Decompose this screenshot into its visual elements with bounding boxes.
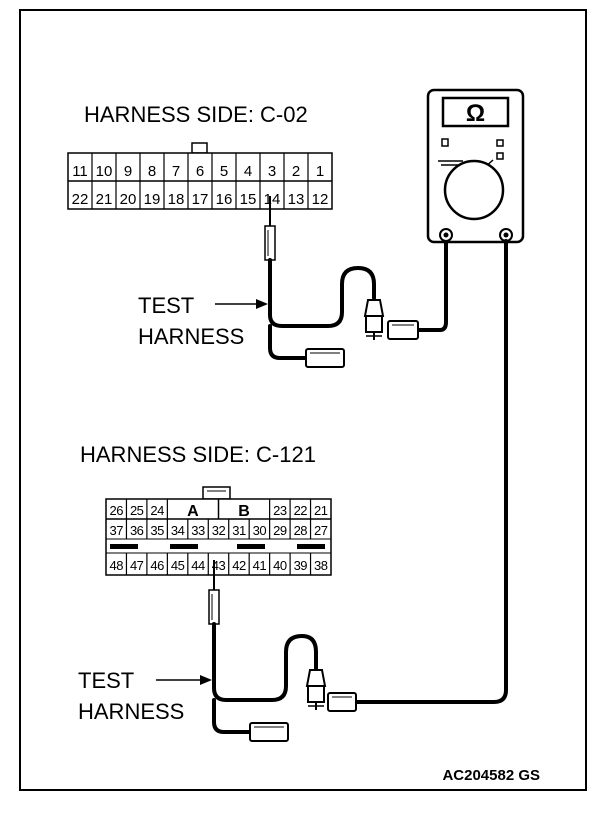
pin-label: 18 (168, 191, 185, 208)
meter-display (441, 96, 510, 128)
pin-label: 39 (294, 558, 308, 573)
pin-label: 12 (312, 191, 329, 208)
pin-label: 5 (220, 163, 228, 180)
test-harness-wire-2 (212, 622, 318, 734)
test-harness-label-1-line2: HARNESS (138, 324, 244, 349)
pin-label: 13 (288, 191, 305, 208)
alligator-clip-1 (363, 299, 419, 340)
pin-label: 42 (232, 558, 246, 573)
pin-label: 9 (124, 163, 132, 180)
pin-label: 46 (150, 558, 164, 573)
pin-label: 22 (72, 191, 89, 208)
pin-label: 16 (216, 191, 233, 208)
pin-label: 20 (120, 191, 137, 208)
pin-label: 15 (240, 191, 257, 208)
connector-c121: 26 25 24 A B 23 22 21 37 36 35 34 33 32 31 30 29 28 27 48… (105, 486, 332, 576)
pin-label: 26 (109, 503, 123, 518)
pin-label: 33 (191, 523, 205, 538)
pin-label: 7 (172, 163, 180, 180)
pin-label: 30 (253, 523, 267, 538)
pin-label: 35 (150, 523, 164, 538)
pin-label: 17 (192, 191, 209, 208)
meter-dial (443, 159, 505, 221)
test-harness-plug-2 (249, 722, 289, 742)
ohm-symbol: Ω (466, 100, 485, 127)
connector-c121-row3: 48 47 46 45 44 43 42 41 40 39 38 (109, 558, 328, 573)
test-harness-label-2-line1: TEST (78, 668, 134, 693)
pin-label: 8 (148, 163, 156, 180)
test-harness-plug-1 (305, 348, 345, 368)
pin-label: 2 (292, 163, 300, 180)
connector-c02-bottom-row: 22 21 20 19 18 17 16 15 14 13 12 (72, 191, 329, 208)
pin-label: 29 (273, 523, 287, 538)
pin-label: 21 (96, 191, 113, 208)
pin-label: 47 (130, 558, 144, 573)
pin-label: 38 (314, 558, 328, 573)
pin-label: 4 (244, 163, 252, 180)
ohmmeter: Ω (426, 88, 525, 244)
arrow-2 (156, 675, 212, 685)
test-harness-label-2-line2: HARNESS (78, 699, 184, 724)
pin-label: 48 (109, 558, 123, 573)
pin-label: 37 (109, 523, 123, 538)
diagram-frame (19, 9, 587, 791)
pin-label: 43 (212, 558, 226, 573)
pin-label: 41 (253, 558, 267, 573)
connector-c121-row2: 37 36 35 34 33 32 31 30 29 28 27 (109, 523, 328, 538)
alligator-clip-2 (305, 669, 357, 712)
harness-side-label-c02: HARNESS SIDE: C-02 (84, 102, 308, 127)
pin-group-label: A (187, 503, 199, 520)
pin-label: 45 (171, 558, 185, 573)
pin-label: 27 (314, 523, 328, 538)
pin-label: 25 (130, 503, 144, 518)
pin-label: 36 (130, 523, 144, 538)
pin-label: 11 (72, 163, 88, 180)
pin-label: 34 (171, 523, 185, 538)
pin-label: 19 (144, 191, 161, 208)
meter-lead-right (350, 239, 508, 704)
pin-label: 32 (212, 523, 226, 538)
figure-code: AC204582 GS (442, 767, 540, 784)
pin-label: 31 (232, 523, 246, 538)
harness-side-label-c121: HARNESS SIDE: C-121 (80, 442, 316, 467)
pin-label: 24 (150, 503, 164, 518)
pin-label: 10 (96, 163, 113, 180)
test-harness-wire-1 (268, 234, 448, 360)
test-harness-label-1-line1: TEST (138, 293, 194, 318)
arrow-1 (215, 299, 268, 309)
pin-label: 40 (273, 558, 287, 573)
pin-group-label: B (238, 503, 250, 520)
pin-label: 14 (264, 191, 281, 208)
pin-label: 6 (196, 163, 204, 180)
pin-label: 28 (294, 523, 308, 538)
pin-label: 3 (268, 163, 276, 180)
pin-label: 1 (316, 163, 324, 180)
connector-c121-row1: 26 25 24 A B 23 22 21 (109, 503, 328, 520)
pin-label: 23 (273, 503, 287, 518)
test-harness-probe-1 (264, 196, 276, 261)
pin-label: 21 (314, 503, 328, 518)
pin-label: 22 (294, 503, 308, 518)
pin-label: 44 (191, 558, 205, 573)
